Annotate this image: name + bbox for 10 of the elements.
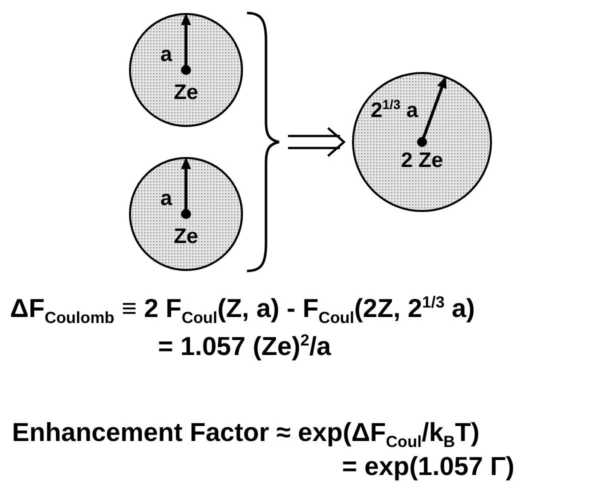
- radius-label: a: [160, 188, 172, 208]
- equation: Enhancement Factor ≈ exp(ΔF$_{Coul}$/k$_{B}$T): [12, 418, 480, 447]
- charge-label: 2 Ze: [400, 150, 444, 170]
- equation: = 1.057 (Ze)$^{2}$/a: [158, 332, 332, 361]
- charge-label: Ze: [174, 82, 198, 102]
- charge-label: Ze: [174, 226, 198, 246]
- radius-label: 2$^{1/3}$ a: [370, 100, 418, 120]
- radius-label: a: [160, 44, 172, 64]
- equation: ΔF$_{Coulomb}$ ≡ 2 F$_{Coul}$(Z, a) - F$_{Coul}$(2Z, 2$^{1/3}$ a): [10, 294, 475, 323]
- equation: = exp(1.057 Γ): [342, 452, 514, 481]
